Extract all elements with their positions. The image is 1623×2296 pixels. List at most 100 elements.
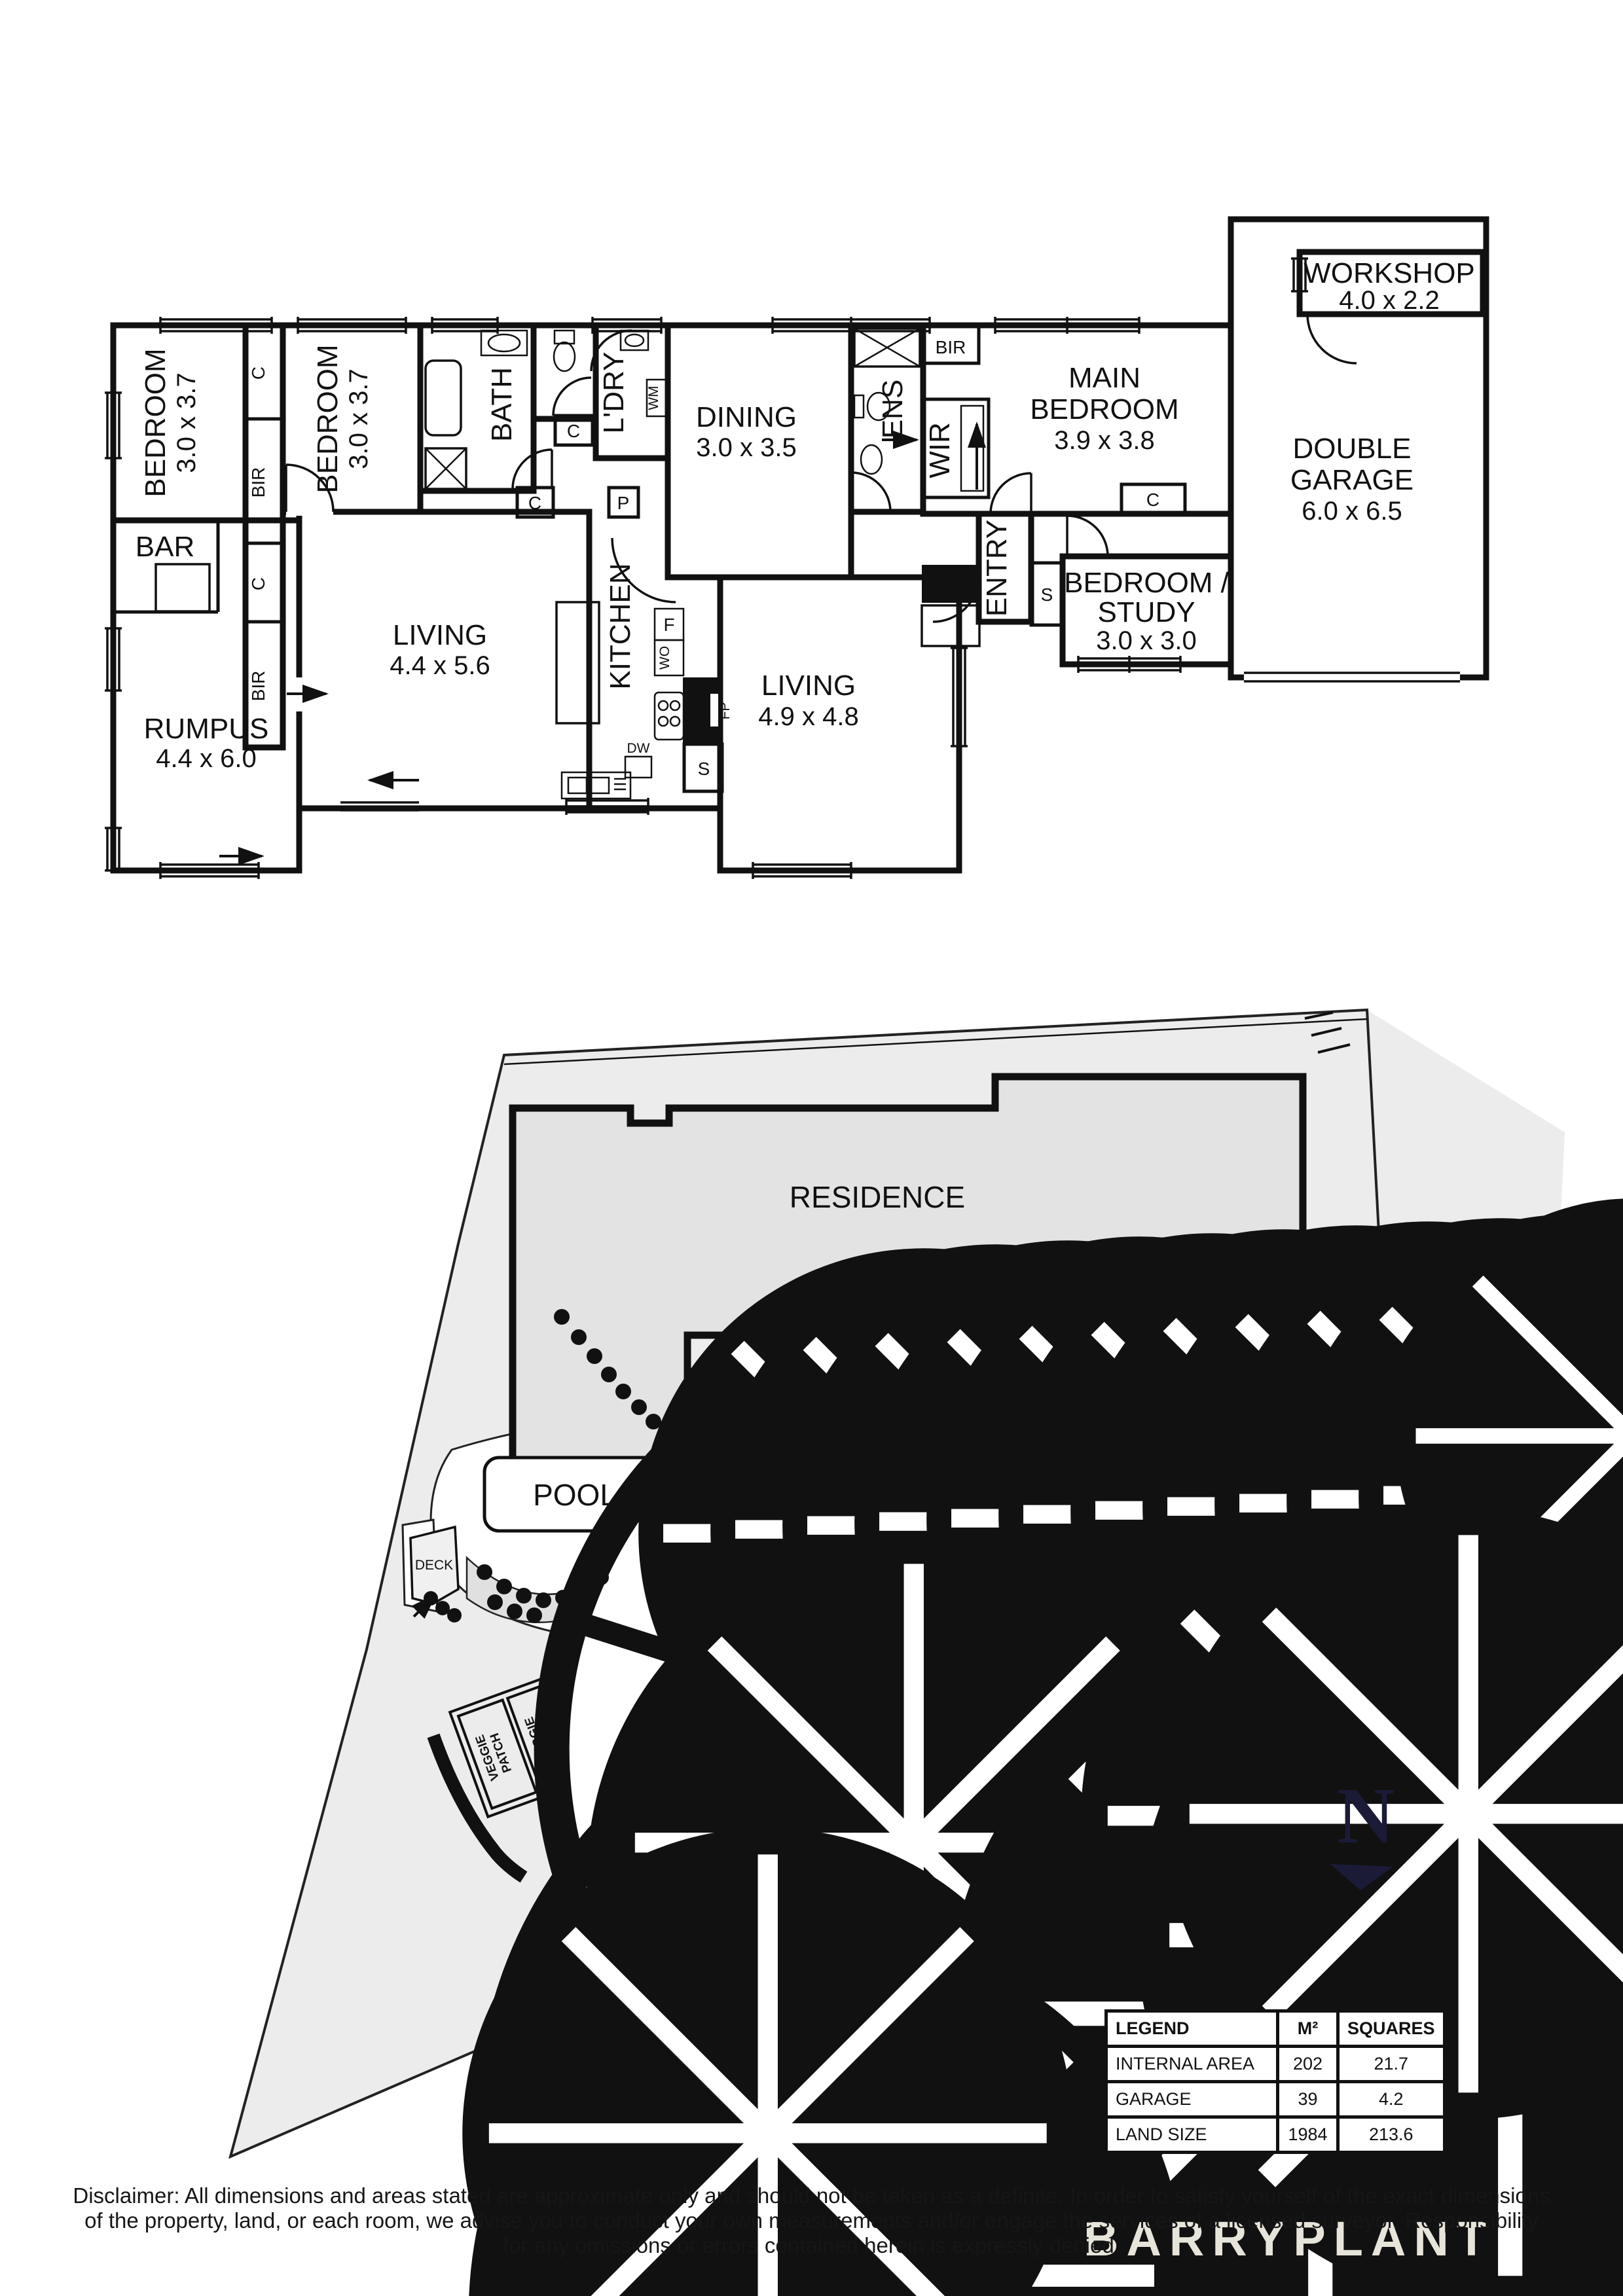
north-indicator: N [1330,1772,1395,1890]
dishwasher-box [624,755,653,779]
north-label: N [1337,1772,1395,1860]
bedroom-mid-dims: 3.0 x 3.7 [344,368,373,469]
closet-label-main: C [1146,490,1159,510]
legend-table: LEGEND M² SQUARES INTERNAL AREA 202 21.7… [1104,2009,1446,2154]
wm-label: WM [646,386,661,410]
garage-dims: 6.0 x 6.5 [1302,497,1402,526]
wir-walls [921,397,991,499]
entry-label: ENTRY [981,520,1013,617]
closet-hall-label: C [528,493,541,513]
wall-oven-label: WO [657,646,672,670]
bedroom-study-line1: BEDROOM / [1064,567,1230,599]
workshop-label: WORKSHOP [1304,257,1475,289]
legend-header-m2: M² [1276,2009,1340,2048]
disclaimer-line1: Disclaimer: All dimensions and areas sta… [73,2183,1550,2208]
garage-line1: DOUBLE [1293,433,1412,465]
laundry-trough [619,329,649,351]
bir-label-1: BIR [248,467,268,498]
legend-landsize-label: LAND SIZE [1104,2115,1279,2154]
kitchen-island [555,601,600,725]
bedroom-study-line2: STUDY [1097,596,1195,628]
deck-outline [409,1525,460,1605]
ens-basin [860,444,883,475]
main-bedroom-line2: BEDROOM [1030,393,1178,425]
floor-plan-labels: BEDROOM 3.0 x 3.7 BEDROOM 3.0 x 3.7 C BI… [136,257,1475,779]
main-bedroom-dims: 3.9 x 3.8 [1054,426,1154,455]
disclaimer: Disclaimer: All dimensions and areas sta… [0,2183,1623,2258]
living-right-dims: 4.9 x 4.8 [758,702,858,731]
closet-label-2: C [248,577,268,590]
bar-label: BAR [136,531,194,563]
cooktop [653,691,685,741]
rumpus-walls [110,517,302,874]
watermark: BARRYPLANT [1084,2212,1495,2266]
pantry-label: P [617,493,630,513]
rumpus-label: RUMPUS [144,713,269,745]
bath-label: BATH [486,367,518,442]
bedroom-left-label: BEDROOM [139,348,172,497]
fridge-label: F [663,615,674,635]
closet-main [1120,482,1187,516]
crossover-marks [1304,1011,1351,1054]
legend-garage-m2: 39 [1276,2080,1340,2119]
kitchen-sink [560,771,632,800]
legend-garage-label: GARAGE [1104,2080,1279,2119]
fixtures [155,327,981,812]
living-left-dims: 4.4 x 5.6 [390,651,490,680]
bar-counter [155,563,211,613]
retaining-wall [427,1733,528,1883]
fireplace-label: FP [718,702,733,720]
ldry-label: L'DRY [598,352,630,434]
shrubs [424,1280,1131,1623]
bathtub [424,359,462,437]
legend-landsize-squares: 213.6 [1336,2115,1446,2154]
legend-internal-squares: 21.7 [1336,2045,1446,2083]
wc-walls [530,322,599,422]
closet-hall [515,486,555,519]
ens-label: ENS [877,380,909,439]
store-kitchen-box [682,742,724,793]
wir-label: WIR [924,422,956,478]
legend-internal-m2: 202 [1276,2045,1340,2083]
bir-box [921,323,981,365]
store-entry-label: S [1041,584,1053,605]
legend-header-label: LEGEND [1104,2009,1279,2048]
rumpus-dims: 4.4 x 6.0 [156,744,256,773]
windows [105,257,1460,879]
washing-machine [646,378,670,418]
kitchen-label: KITCHEN [604,563,636,689]
north-arrow-icon [1330,1864,1393,1890]
legend-header-squares: SQUARES [1336,2009,1446,2048]
closet-mid [553,414,594,447]
flow-arrows [219,422,986,865]
bedroom-mid-label: BEDROOM [312,344,344,493]
legend-row-garage: GARAGE 39 4.2 [1104,2080,1446,2119]
floor-plan: BEDROOM 3.0 x 3.7 BEDROOM 3.0 x 3.7 C BI… [105,216,1489,879]
living-right-label: LIVING [761,670,856,702]
slider-living [340,801,419,812]
residence-label: RESIDENCE [790,1180,965,1214]
deck-label: DECK [415,1558,453,1573]
floor-plan-walls [110,216,1489,874]
bath-vanity [480,329,528,357]
workshop-dims: 4.0 x 2.2 [1339,286,1439,315]
store-kitchen-label: S [698,759,710,779]
closet-label-1: C [248,367,268,380]
wc-toilet [553,341,576,372]
legend-header-row: LEGEND M² SQUARES [1104,2009,1446,2048]
pool-label: POOL [533,1478,617,1512]
bir-label-2: BIR [248,671,268,702]
disclaimer-line2: of the property, land, or each room, we … [84,2208,1539,2233]
legend-row-internal: INTERNAL AREA 202 21.7 [1104,2045,1446,2083]
legend-garage-squares: 4.2 [1336,2080,1446,2119]
legend-landsize-m2: 1984 [1276,2115,1340,2154]
pantry-box [607,486,640,519]
closet-mid-label: C [567,421,580,441]
dishwasher-label: DW [627,741,650,756]
site-plan: RESIDENCE UNDERCOVER AREA POOL DECK BBQ [228,1008,1623,2296]
bedroom-left-dims: 3.0 x 3.7 [172,372,201,473]
dining-label: DINING [696,401,797,433]
fence-line [503,1018,1368,1066]
